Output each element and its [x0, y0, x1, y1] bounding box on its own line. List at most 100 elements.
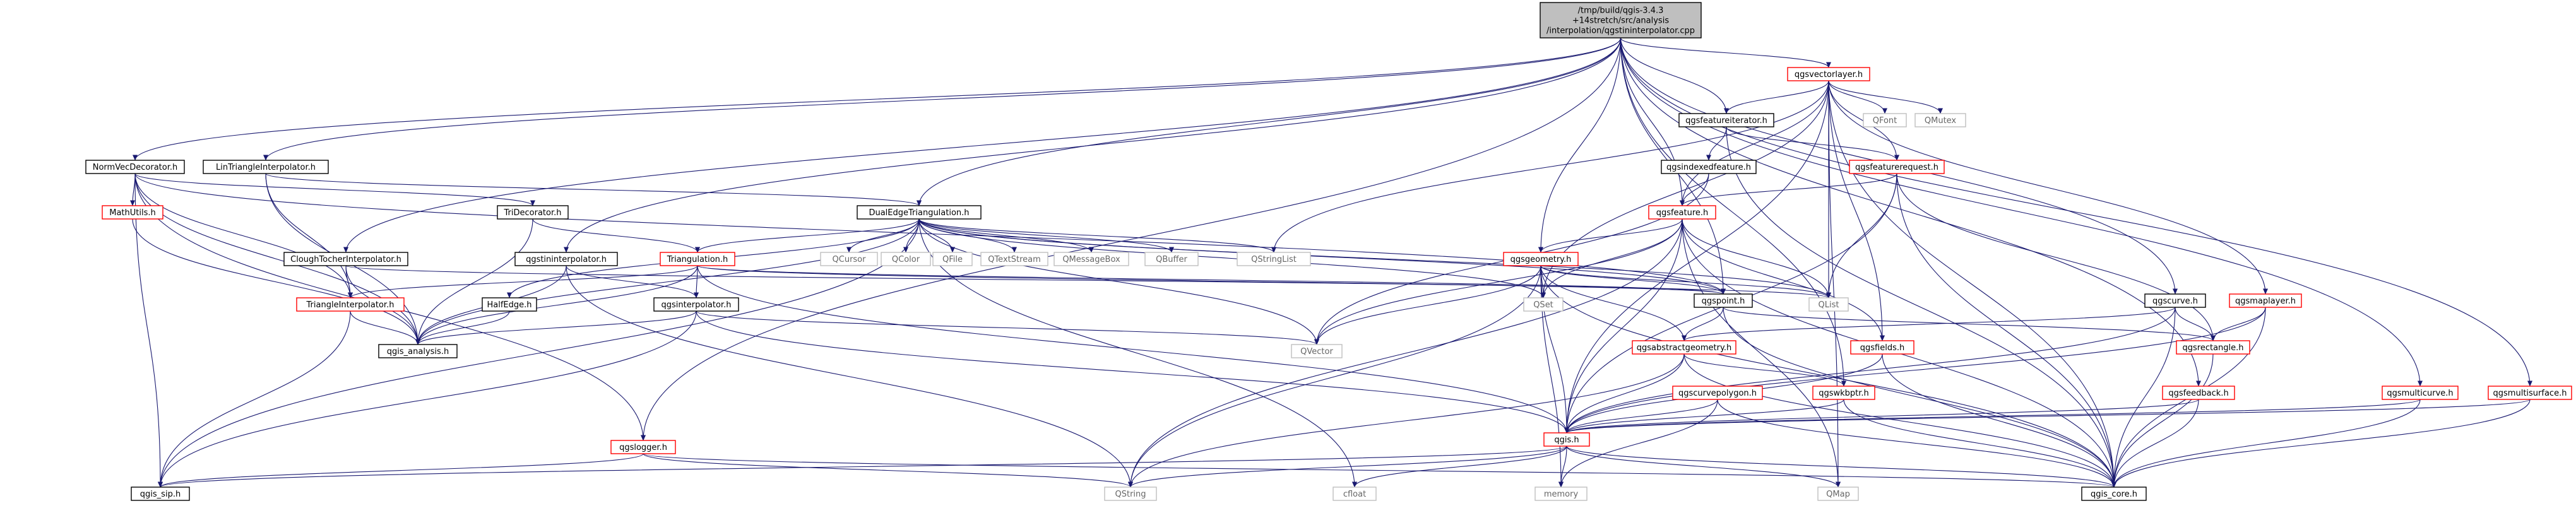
node-qlist[interactable]: QList — [1808, 297, 1849, 312]
node-box-qbuffer — [1144, 252, 1199, 266]
edge-qgsfeatureiterator-to-qgscore — [1726, 126, 2116, 488]
node-qgsabstractgeometry[interactable]: qgsabstractgeometry.h — [1632, 340, 1736, 355]
node-qgsfeature[interactable]: qgsfeature.h — [1648, 205, 1716, 220]
node-qcursor[interactable]: QCursor — [820, 252, 878, 266]
node-qgsfeedback[interactable]: qgsfeedback.h — [2162, 386, 2235, 400]
node-qgsanalysis[interactable]: qgis_analysis.h — [378, 344, 458, 358]
node-box-qcursor — [820, 252, 878, 266]
edge-dualedge-to-qgssip — [158, 218, 920, 488]
node-qtextstream[interactable]: QTextStream — [980, 252, 1048, 266]
node-qgswkbptr[interactable]: qgswkbptr.h — [1812, 386, 1875, 400]
node-qcolor[interactable]: QColor — [881, 252, 931, 266]
node-qset[interactable]: QSet — [1523, 297, 1564, 312]
edge-root-to-qgsmultisurface — [1620, 37, 2532, 387]
node-qgsrectangle[interactable]: qgsrectangle.h — [2176, 340, 2250, 355]
node-qgssip[interactable]: qgis_sip.h — [131, 486, 190, 501]
node-dualedge[interactable]: DualEdgeTriangulation.h — [857, 205, 982, 220]
node-label-qgsmaplayer: qgsmaplayer.h — [2235, 297, 2296, 306]
node-triinterp[interactable]: TriangleInterpolator.h — [296, 297, 405, 312]
edge-qgsgeometry-to-qgscore — [1540, 265, 2116, 488]
node-box-qstring — [1104, 486, 1157, 501]
node-qgsinterpolator[interactable]: qgsinterpolator.h — [653, 297, 739, 312]
node-qgscore[interactable]: qgis_core.h — [2081, 486, 2147, 501]
node-box-qgscurvepolygon — [1672, 386, 1763, 400]
node-halfedge[interactable]: HalfEdge.h — [482, 297, 537, 312]
edge-dualedge-to-qmessagebox — [918, 218, 1094, 253]
edge-triangulation-to-qgsh — [697, 265, 1569, 433]
edge-qgsgeometry-to-qstring — [1128, 265, 1541, 488]
node-box-qcolor — [881, 252, 931, 266]
edge-normvec-to-tridecorator — [134, 173, 535, 206]
node-root: /tmp/build/qgis-3.4.3+14stretch/src/anal… — [1540, 2, 1702, 38]
node-qgslogger[interactable]: qgslogger.h — [610, 440, 676, 454]
node-box-qfont — [1863, 113, 1907, 127]
node-qvector[interactable]: QVector — [1291, 344, 1343, 358]
edge-mathutils-to-qgsanalysis — [132, 218, 420, 345]
node-label-qgslogger: qgslogger.h — [619, 443, 667, 452]
node-triangulation[interactable]: Triangulation.h — [660, 252, 735, 266]
node-qmessagebox[interactable]: QMessageBox — [1054, 252, 1129, 266]
node-qgsindexedfeature[interactable]: qgsindexedfeature.h — [1661, 160, 1757, 174]
node-qgsmultisurface[interactable]: qgsmultisurface.h — [2488, 386, 2572, 400]
node-qgsmaplayer[interactable]: qgsmaplayer.h — [2229, 293, 2302, 308]
node-qgsfields[interactable]: qgsfields.h — [1850, 340, 1914, 355]
node-qgsfeaturerequest[interactable]: qgsfeaturerequest.h — [1849, 160, 1945, 174]
node-qgsfeatureiterator[interactable]: qgsfeatureiterator.h — [1678, 113, 1774, 127]
node-qgsgeometry[interactable]: qgsgeometry.h — [1503, 252, 1579, 266]
dependency-edges — [130, 37, 2532, 488]
edge-triangulation-to-qgsinterpolator — [694, 265, 699, 298]
node-label-qfont: QFont — [1873, 116, 1897, 126]
edge-dualedge-to-qgspoint — [918, 218, 1726, 295]
edge-qgsmaplayer-to-qgsrectangle — [2211, 307, 2266, 341]
node-qmutex[interactable]: QMutex — [1914, 113, 1966, 127]
node-label-dualedge: DualEdgeTriangulation.h — [869, 208, 969, 218]
edge-qgsvectorlayer-to-qgsfeaturerequest — [1828, 80, 1899, 161]
node-mathutils[interactable]: MathUtils.h — [102, 205, 163, 220]
edge-qgslogger-to-qgssip — [158, 453, 644, 488]
node-qstring[interactable]: QString — [1104, 486, 1157, 501]
edge-qgsvectorlayer-to-qmutex — [1828, 80, 1943, 114]
edge-qgstininterp-to-qstring — [566, 265, 1133, 488]
node-qgscurve[interactable]: qgscurve.h — [2144, 293, 2206, 308]
node-box-qgsmulticurve — [2382, 386, 2459, 400]
node-tridecorator[interactable]: TriDecorator.h — [497, 205, 569, 220]
node-clough[interactable]: CloughTocherInterpolator.h — [283, 252, 408, 266]
edge-qgscurve-to-qgsh — [1564, 307, 2176, 433]
node-qgsmulticurve[interactable]: qgsmulticurve.h — [2382, 386, 2459, 400]
edge-qgsfeaturerequest-to-qgsfeature — [1680, 173, 1897, 206]
node-label-qtextstream: QTextStream — [988, 255, 1041, 264]
node-qmap[interactable]: QMap — [1817, 486, 1859, 501]
edge-root-to-clough — [343, 37, 1622, 253]
edge-qgsfeature-to-qgsfields — [1682, 218, 1885, 341]
dependency-nodes: /tmp/build/qgis-3.4.3+14stretch/src/anal… — [85, 2, 2572, 501]
edge-qgsvectorlayer-to-qgsmaplayer — [1828, 80, 2268, 295]
edge-qgsfeaturerequest-to-qgscore — [1896, 173, 2116, 488]
edge-qgsfeaturerequest-to-qlist — [1826, 173, 1897, 298]
edge-qgsinterpolator-to-qgsh — [696, 310, 1569, 433]
node-memory[interactable]: memory — [1534, 486, 1588, 501]
node-qfont[interactable]: QFont — [1863, 113, 1907, 127]
node-box-normvec — [85, 160, 185, 174]
edge-qgsh-to-cfloat — [1352, 445, 1567, 488]
node-cfloat[interactable]: cfloat — [1333, 486, 1377, 501]
node-label-qgstininterp: qgstininterpolator.h — [526, 255, 607, 264]
edge-triangulation-to-qgspoint — [697, 265, 1726, 295]
node-qgstininterp[interactable]: qgstininterpolator.h — [514, 252, 618, 266]
edge-triangulation-to-qlist — [697, 265, 1831, 298]
node-normvec[interactable]: NormVecDecorator.h — [85, 160, 185, 174]
node-box-qgsfeatureiterator — [1678, 113, 1774, 127]
node-qgspoint[interactable]: qgspoint.h — [1694, 293, 1753, 308]
node-qgsh[interactable]: qgis.h — [1543, 432, 1590, 447]
node-lintriangle[interactable]: LinTriangleInterpolator.h — [203, 160, 329, 174]
edge-root-to-lintriangle — [263, 37, 1622, 161]
node-label-qstring: QString — [1115, 490, 1146, 499]
node-label-qlist: QList — [1819, 300, 1839, 310]
node-qbuffer[interactable]: QBuffer — [1144, 252, 1199, 266]
node-qgscurvepolygon[interactable]: qgscurvepolygon.h — [1672, 386, 1763, 400]
node-qgsvectorlayer[interactable]: qgsvectorlayer.h — [1787, 67, 1870, 81]
node-qstringlist[interactable]: QStringList — [1237, 252, 1311, 266]
edge-qgslogger-to-qstring — [643, 453, 1133, 488]
edge-qgsinterpolator-to-qgssip — [158, 310, 697, 488]
node-label-lintriangle: LinTriangleInterpolator.h — [216, 163, 316, 172]
node-qfile[interactable]: QFile — [932, 252, 973, 266]
